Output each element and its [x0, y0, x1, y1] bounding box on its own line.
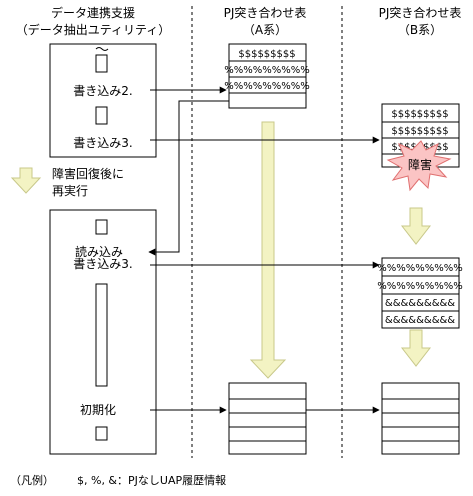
- legend-label: （凡例）: [10, 473, 54, 487]
- table-a-row: %%%%%%%%%: [224, 81, 310, 92]
- col1-header-line2: （データ抽出ユティリティ）: [16, 22, 171, 37]
- legend-text: $, %, &：PJなしUAP履歴情報: [77, 474, 226, 487]
- process-step-marker: [95, 283, 108, 387]
- table-b-row: $$$$$$$$$: [391, 109, 448, 120]
- read-label: 読み込み: [75, 244, 123, 259]
- process-step-marker: [95, 219, 108, 235]
- col2-header-line2: （A系）: [243, 23, 287, 37]
- write3-rerun-label: 書き込み3.: [73, 257, 132, 271]
- col3-header-line2: （B系）: [398, 23, 442, 37]
- table-a-flow-arrow: [249, 121, 287, 379]
- read-arrow: [148, 100, 229, 256]
- table-b-row: &&&&&&&&&: [385, 298, 455, 309]
- col1-header-line1: データ連携支援: [51, 5, 135, 20]
- table-b-init-arrow: [400, 329, 432, 367]
- process-step-marker: [95, 54, 108, 73]
- table-b-row: $$$$$$$$$: [391, 126, 448, 137]
- table-b-rerun: %%%%%%%%% %%%%%%%%% &&&&&&&&& &&&&&&&&&: [377, 257, 463, 329]
- table-a: $$$$$$$$$ %%%%%%%%% %%%%%%%%%: [224, 43, 310, 109]
- table-b-row: %%%%%%%%%: [377, 263, 463, 274]
- col3-header-line1: PJ突き合わせ表: [379, 5, 462, 20]
- init-label: 初期化: [80, 403, 116, 417]
- recovery-label-line1: 障害回復後に: [52, 166, 124, 181]
- rerun-down-arrow: [10, 167, 42, 194]
- write3-label: 書き込み3.: [73, 136, 132, 150]
- table-b-row: &&&&&&&&&: [385, 315, 455, 326]
- table-b-initialized: [381, 382, 460, 455]
- table-b-recovery-arrow: [400, 207, 432, 245]
- process-step-marker: [95, 106, 108, 125]
- fault-label: 障害: [408, 157, 432, 172]
- recovery-label-line2: 再実行: [52, 183, 88, 198]
- col2-header-line1: PJ突き合わせ表: [224, 5, 307, 20]
- table-a-initialized: [228, 382, 307, 455]
- wave-mark: [95, 47, 109, 51]
- table-a-row: $$$$$$$$$: [238, 49, 295, 60]
- table-a-row: %%%%%%%%%: [224, 65, 310, 76]
- write2-label: 書き込み2.: [73, 84, 132, 98]
- fault-burst: [386, 140, 452, 192]
- table-b-row: %%%%%%%%%: [377, 281, 463, 292]
- process-step-marker: [95, 426, 108, 441]
